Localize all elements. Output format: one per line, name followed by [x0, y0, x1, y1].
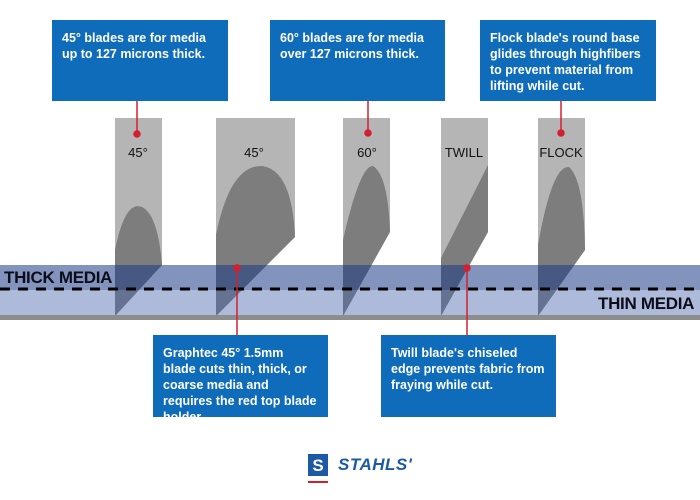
blade-label: 60° [357, 145, 377, 160]
thick-media-label: THICK MEDIA [4, 268, 113, 287]
stahls-logo-text: STAHLS' [338, 455, 413, 474]
blade-label: 45° [244, 145, 264, 160]
callout-60-blade: 60° blades are for media over 127 micron… [270, 20, 445, 101]
callout-45-blade: 45° blades are for media up to 127 micro… [52, 20, 228, 101]
stahls-logo-mark: S [308, 454, 328, 483]
thick-media-layer [0, 265, 700, 290]
blade-label: 45° [128, 145, 148, 160]
thin-media-layer [0, 290, 700, 315]
thin-media-label: THIN MEDIA [598, 294, 695, 313]
callout-twill-blade: Twill blade's chiseled edge prevents fab… [381, 335, 556, 417]
callout-graphtec-blade: Graphtec 45° 1.5mm blade cuts thin, thic… [153, 335, 328, 424]
media-base-line [0, 315, 700, 320]
callout-flock-blade: Flock blade's round base glides through … [480, 20, 656, 101]
blade-label: TWILL [444, 145, 484, 160]
blade-label: FLOCK [539, 145, 583, 160]
connector-lines [133, 101, 565, 335]
svg-text:S: S [312, 456, 323, 475]
